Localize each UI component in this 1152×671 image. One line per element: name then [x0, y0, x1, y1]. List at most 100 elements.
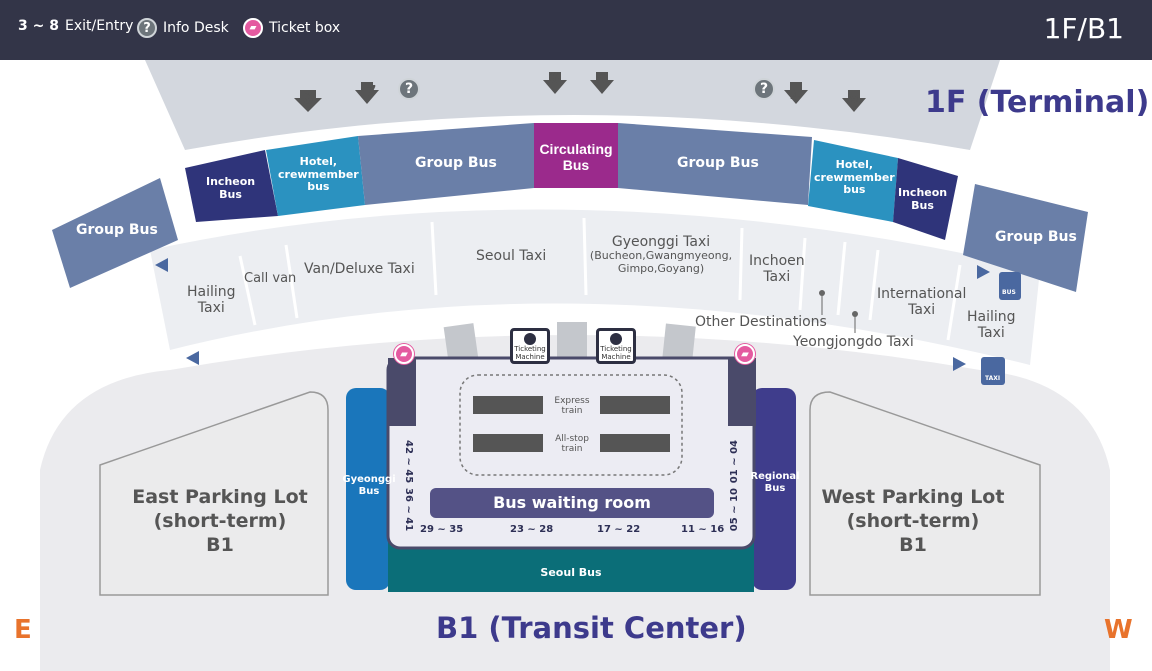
line: Machine — [515, 352, 545, 361]
line: Taxi — [763, 269, 791, 286]
line: bus — [307, 180, 330, 194]
line: Bus — [562, 157, 590, 174]
line: B1 — [206, 533, 234, 556]
line: Hotel, — [835, 158, 874, 171]
bay-group-bus-center-left — [358, 123, 534, 205]
line: (short-term) — [153, 509, 287, 532]
group-bus-label: Group Bus — [677, 155, 759, 171]
line: Taxi — [908, 302, 936, 319]
line: train — [561, 406, 583, 417]
line: All-stop — [555, 434, 589, 444]
pillar-right — [728, 358, 756, 426]
exit-8: 8 — [303, 90, 314, 108]
escalators — [473, 396, 670, 452]
bay-circulating-bus — [534, 123, 618, 188]
east-direction-label: E — [14, 615, 32, 645]
direction-arrows — [155, 258, 990, 371]
line: Inchoen — [749, 253, 805, 269]
line: East Parking Lot — [132, 486, 308, 508]
bay-incheon-bus-left — [185, 150, 278, 222]
line: Hailing — [187, 284, 236, 300]
gate-label: 36 ~ 41 — [403, 488, 414, 532]
gate-label: 29 ~ 35 — [420, 524, 464, 535]
line: Gyeonggi Taxi — [611, 234, 711, 250]
line: crewmember — [814, 170, 895, 184]
legend-exit-nums: 3 ~ 8 — [18, 18, 59, 34]
stairs — [443, 322, 696, 363]
legend-info: ? Info Desk — [137, 18, 229, 38]
line: Hailing — [967, 309, 1016, 325]
legend-exit: 3 ~ 8 Exit/Entry — [18, 18, 133, 34]
pillar-left — [388, 358, 416, 426]
bay-hotel-right — [808, 140, 898, 222]
railway-zone — [459, 374, 683, 476]
bus-sign-icon — [999, 272, 1021, 300]
exit-3: 3 — [849, 93, 860, 111]
ticket-box-icon: ▰ — [735, 344, 755, 364]
other-destinations-label: Other Destinations — [695, 314, 827, 330]
seoul-bus-label: Seoul Bus — [540, 566, 602, 579]
line: bus — [843, 183, 866, 197]
bus-waiting-room-label: Bus waiting room — [493, 493, 651, 512]
line: B1 — [899, 533, 927, 556]
taxi-sign-label: TAXI — [985, 375, 1001, 382]
line: Bus — [358, 485, 380, 497]
call-van-label: Call van — [244, 271, 297, 286]
gate-label: 11 ~ 16 — [681, 524, 725, 535]
line: Circulating — [539, 141, 613, 157]
line: Incheon — [898, 186, 948, 199]
bay-incheon-bus-right — [893, 158, 958, 240]
line: Machine — [601, 352, 631, 361]
gyeonggi-taxi-label: Gyeonggi Taxi(Bucheon,Gwangmyeong,Gimpo,… — [586, 234, 736, 275]
legend-header: 3 ~ 8 Exit/Entry ? Info Desk ▰ Ticket bo… — [0, 0, 1152, 60]
terminal-building — [145, 60, 1000, 150]
ticket-box-icon: ▰ — [394, 344, 414, 364]
line: (short-term) — [846, 509, 980, 532]
group-bus-label: Group Bus — [76, 222, 158, 238]
line: Bus — [911, 198, 934, 212]
map-canvas — [40, 60, 1110, 671]
gate-label: 42 ~ 45 — [403, 440, 414, 484]
exit-4: 4 — [790, 87, 801, 105]
east-parking-lot — [99, 391, 329, 596]
line: Express — [554, 396, 590, 406]
group-bus-label: Group Bus — [995, 229, 1077, 245]
legend-info-label: Info Desk — [163, 20, 229, 36]
seoul-taxi-label: Seoul Taxi — [476, 248, 547, 264]
line: Bus — [219, 187, 242, 201]
ticket-box-icon: ▰ — [243, 18, 263, 38]
line: Ticketing — [514, 345, 546, 353]
line: Taxi — [977, 325, 1005, 342]
bay-hotel-left — [266, 136, 365, 216]
exit-arrows — [294, 72, 866, 112]
taxi-dividers — [238, 217, 962, 341]
info-desk-icon: ? — [398, 78, 420, 100]
gate-label: 23 ~ 28 — [510, 524, 554, 535]
line: West Parking Lot — [821, 486, 1005, 508]
line: (Bucheon,Gwangmyeong, — [589, 249, 733, 263]
line: Taxi — [197, 300, 225, 317]
line: International — [877, 286, 967, 302]
taxi-zone — [150, 209, 1040, 365]
regional-bus-bay — [752, 388, 796, 590]
bay-group-bus-right — [963, 184, 1088, 292]
b1-title: B1 (Transit Center) — [436, 611, 747, 645]
yeongjongdo-taxi-label: Yeongjongdo Taxi — [793, 334, 914, 350]
bay-group-bus-center-right — [618, 123, 812, 205]
line: Ticketing — [600, 345, 632, 353]
group-bus-label: Group Bus — [415, 155, 497, 171]
gate-label: 05 ~ 10 — [729, 488, 740, 532]
